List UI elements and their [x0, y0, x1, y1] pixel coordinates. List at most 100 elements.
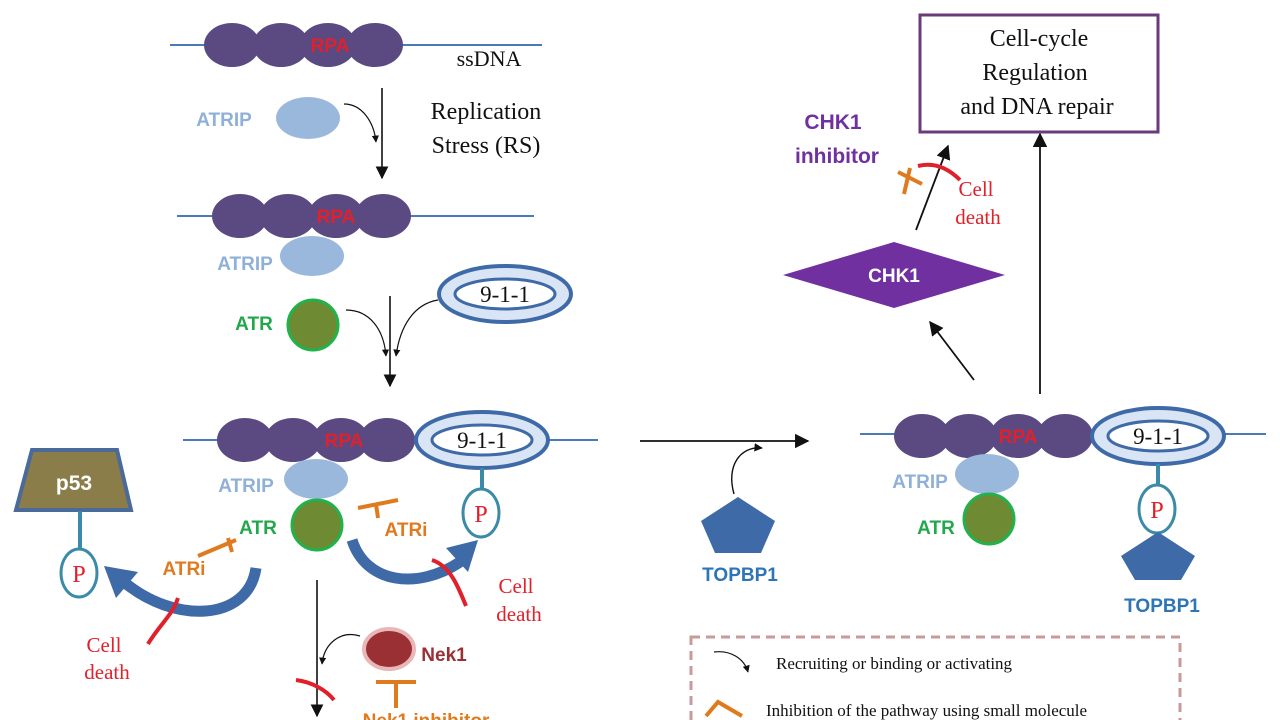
legend-recruit-arrow-icon: [713, 651, 750, 673]
cell-death-right-line2: death: [496, 602, 542, 626]
phospho-label-stage4: P: [1150, 498, 1163, 524]
cell-death-chk1-line2: death: [955, 205, 1001, 229]
rpa-bead: [253, 23, 309, 67]
atri-inhibitor-right: [357, 498, 399, 519]
rpa-bead: [308, 194, 364, 238]
phospho-label-p53: P: [72, 562, 85, 588]
legend-box: [689, 635, 1182, 720]
rpa-bead: [313, 418, 369, 462]
rpa-bead: [355, 194, 411, 238]
recruit-arrow-atr: [345, 309, 390, 357]
atrip-protein-4: [955, 454, 1019, 494]
rpa-bead: [204, 23, 260, 67]
chk1-to-outcome-arrow: [915, 144, 951, 231]
chk1-inhibitor-mark: [897, 167, 923, 195]
nine-one-one-ring-1: 9-1-1: [437, 264, 573, 324]
rpa-bead: [217, 418, 273, 462]
nek1-protein: [362, 627, 416, 671]
rpa-bead: [990, 414, 1046, 458]
atrip-label-4: ATRIP: [892, 472, 948, 493]
chk1-inhibitor-line2: inhibitor: [795, 145, 879, 168]
p53-protein: [13, 448, 134, 512]
transition-topbp1: TOPBP1: [640, 433, 810, 586]
atr-to-911-arrowhead: [446, 540, 478, 572]
p53-label: p53: [56, 472, 92, 495]
nine-one-one-label-3: 9-1-1: [1133, 424, 1183, 449]
outcome-box: [918, 13, 1160, 134]
atr-protein-2: [290, 498, 344, 552]
rpa-bead: [359, 418, 415, 462]
cell-death-right-line1: Cell: [499, 574, 534, 598]
nek1-inhibitor-label: Nek1 inhibitor: [363, 711, 490, 720]
rpa-bead: [212, 194, 268, 238]
atrip-protein-3: [284, 459, 348, 499]
cell-death-left-line1: Cell: [87, 633, 122, 657]
atr-label-1: ATR: [235, 314, 273, 335]
rpa-bead: [894, 414, 950, 458]
rpa-bead: [265, 418, 321, 462]
replication-stress-line1: Replication: [431, 99, 542, 125]
topbp1-protein-1: [701, 497, 775, 553]
nine-one-one-ring-3: 9-1-1: [1090, 406, 1226, 466]
atrip-label-3: ATRIP: [218, 476, 274, 497]
phospho-site-p53: [59, 547, 99, 599]
atr-protein-1: [286, 298, 340, 352]
atrip-label-1: ATRIP: [196, 110, 252, 131]
rpa-bead: [1037, 414, 1093, 458]
rpa-bead: [300, 23, 356, 67]
ssdna-label: ssDNA: [457, 46, 522, 71]
outcome-line1: Cell-cycle: [990, 26, 1089, 52]
rpa-label-4: RPA: [999, 427, 1038, 448]
chk1-protein: [783, 242, 1005, 308]
atrip-protein-2: [280, 236, 344, 276]
legend-inhibition-icon: [704, 699, 744, 718]
rpa-bead: [260, 194, 316, 238]
atrip-protein-1: [276, 97, 340, 139]
atri-label-right: ATRi: [385, 520, 428, 541]
atr-label-3: ATR: [917, 518, 955, 539]
cell-death-left-line2: death: [84, 660, 130, 684]
cell-death-mark-nek1: [295, 678, 336, 702]
cell-death-chk1-line1: Cell: [959, 177, 994, 201]
nine-one-one-ring-2: 9-1-1: [414, 410, 550, 470]
topbp1-label-1: TOPBP1: [702, 565, 778, 586]
atr-to-p53-curved-arrow: [120, 566, 262, 617]
outcome-line2: Regulation: [982, 60, 1087, 86]
outcome-line3: and DNA repair: [960, 94, 1113, 120]
nine-one-one-label-1: 9-1-1: [480, 282, 530, 307]
atr-to-911-curved-arrow: [346, 538, 464, 585]
rpa-label-2: RPA: [317, 207, 356, 228]
replication-stress-line2: Stress (RS): [432, 133, 541, 159]
stage-1-ssdna-rpa: RPA ssDNA ATRIP Replication Stress (RS): [170, 23, 542, 180]
recruit-arrow-topbp1: [731, 443, 763, 495]
nek1-label: Nek1: [421, 645, 467, 666]
stage-3-full-complex: RPA 9-1-1 ATRIP ATR P ATRi Cell death p5…: [13, 410, 598, 720]
recruit-arrow-nek1: [319, 634, 361, 665]
rpa-label-1: RPA: [311, 36, 350, 57]
rpa-bead: [941, 414, 997, 458]
topbp1-protein-2: [1121, 532, 1195, 580]
nine-one-one-label-2: 9-1-1: [457, 428, 507, 453]
cell-death-mark-right: [431, 558, 468, 607]
phospho-label-911: P: [474, 502, 487, 528]
phospho-site-911: [461, 487, 501, 539]
chk1-label: CHK1: [868, 266, 920, 287]
atri-label-left: ATRi: [163, 559, 206, 580]
stage-4-activation: RPA 9-1-1 ATRIP ATR P TOPBP1 CHK1 CHK1 i…: [783, 13, 1266, 617]
recruit-arrow-1: [343, 103, 379, 143]
atri-inhibitor-left: [197, 537, 237, 558]
legend-recruiting-text: Recruiting or binding or activating: [776, 654, 1013, 673]
chk1-inhibitor-line1: CHK1: [804, 111, 861, 134]
legend-inhibition-text: Inhibition of the pathway using small mo…: [766, 701, 1087, 720]
atr-to-chk1-arrow: [929, 320, 975, 381]
atr-to-p53-arrowhead: [104, 566, 138, 598]
atrip-label-2: ATRIP: [217, 254, 273, 275]
topbp1-label-2: TOPBP1: [1124, 596, 1200, 617]
cell-death-mark-chk1: [917, 162, 962, 182]
nek1-inhibitor-mark: [376, 680, 416, 708]
atr-protein-3: [962, 492, 1016, 546]
stage-2-atrip-bound: RPA ATRIP ATR 9-1-1: [177, 194, 573, 388]
rpa-bead: [347, 23, 403, 67]
cell-death-mark-left: [146, 597, 180, 646]
